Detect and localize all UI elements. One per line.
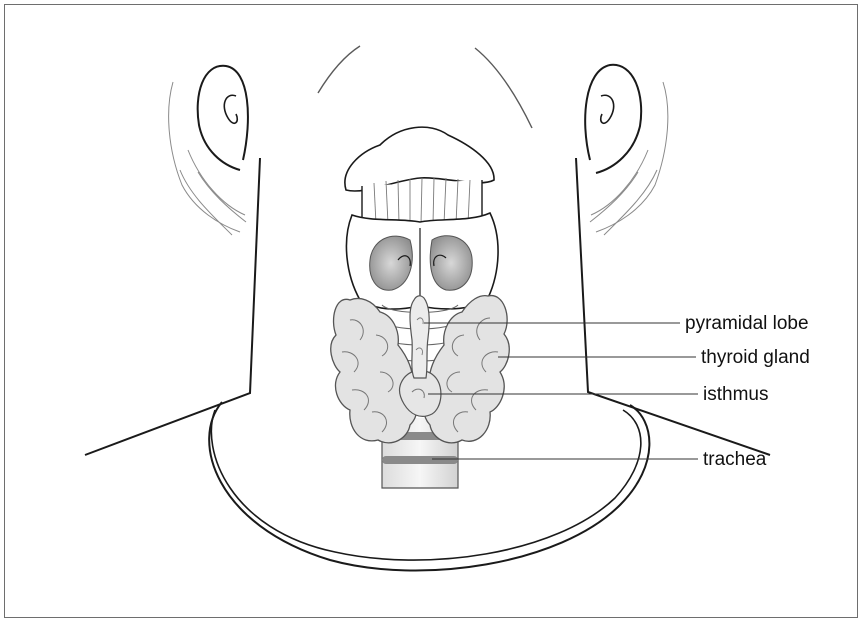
label-isthmus: isthmus (703, 385, 768, 404)
left-neck-muscle-lines (169, 82, 246, 235)
right-neck-muscle-lines (590, 82, 668, 235)
label-thyroid-gland: thyroid gland (701, 348, 810, 367)
label-trachea: trachea (703, 450, 766, 469)
thyroid-cartilage (346, 213, 498, 309)
pyramidal-lobe (410, 296, 429, 378)
jaw-line-left (318, 46, 360, 93)
thyroid-right-lobe (424, 296, 509, 443)
jaw-line-right (475, 48, 532, 128)
right-ear (585, 65, 641, 173)
cartilage-shadow-right (430, 236, 472, 291)
left-ear (198, 66, 248, 170)
label-pyramidal-lobe: pyramidal lobe (685, 314, 809, 333)
neck-outline-right (576, 158, 770, 455)
neck-outline-left (85, 158, 260, 455)
thyroid-left-lobe (331, 299, 417, 443)
